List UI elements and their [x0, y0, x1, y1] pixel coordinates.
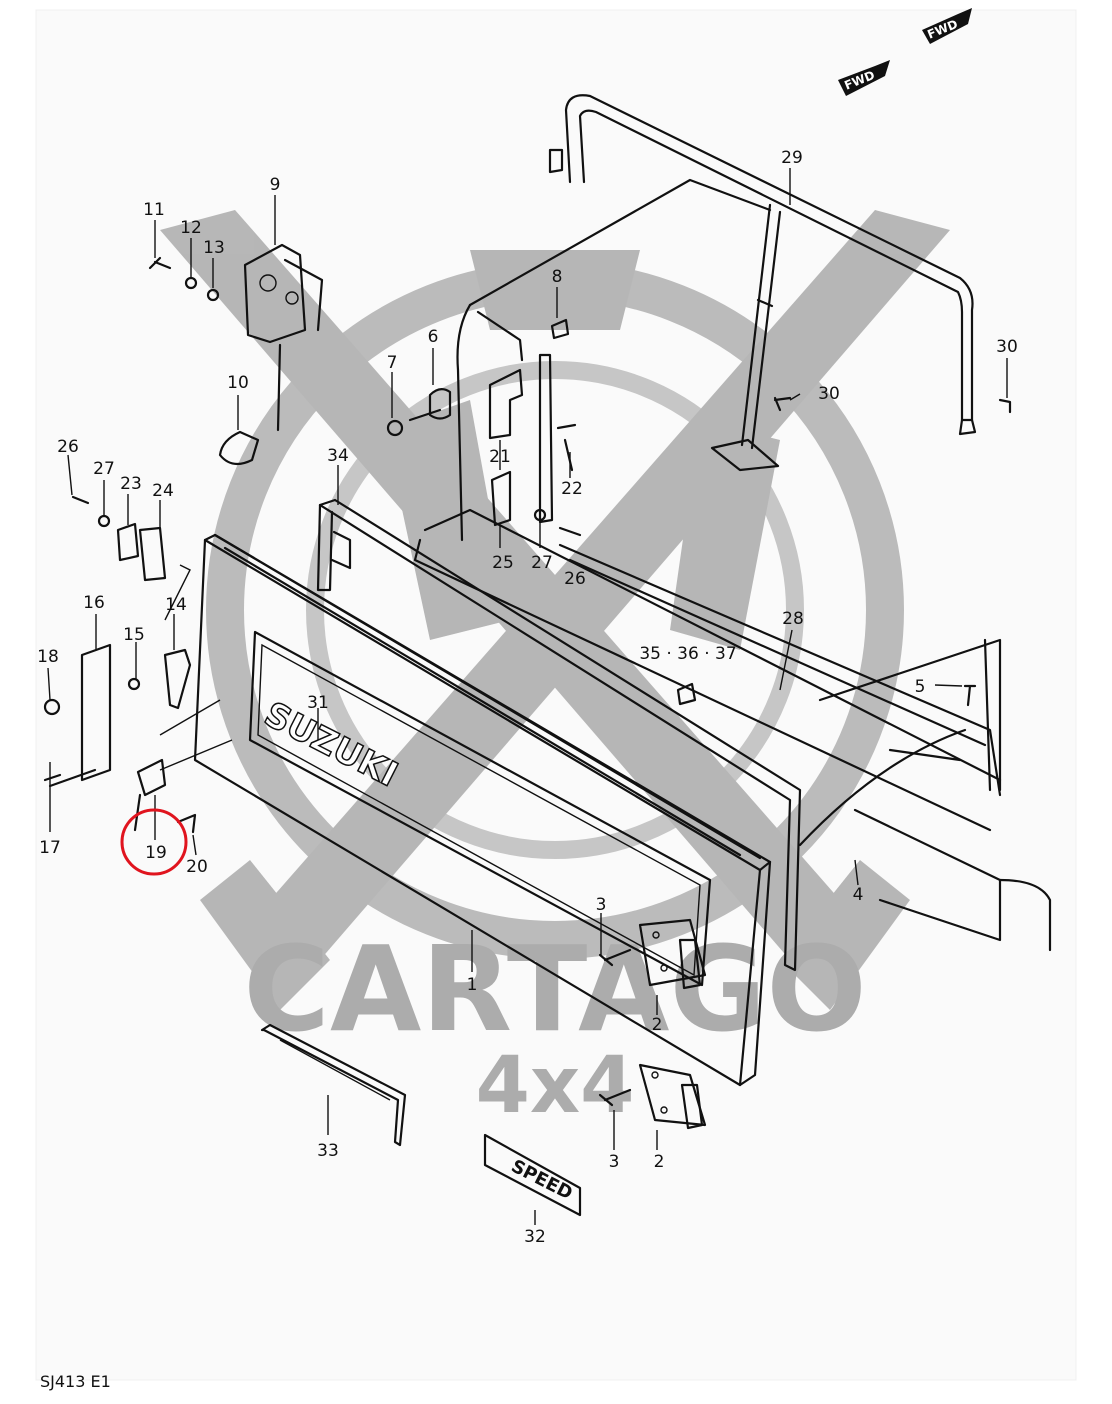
part-label: 18: [37, 647, 59, 667]
part-label-19: 19: [145, 843, 167, 863]
part-label: 35 · 36 · 37: [639, 644, 736, 664]
part-label: 14: [165, 595, 187, 615]
bolt-30-right: [998, 398, 1012, 414]
part-label: 2: [654, 1152, 665, 1172]
latch-assembly: [243, 243, 324, 432]
bolt-30: [773, 396, 792, 412]
screw-15: [127, 677, 141, 691]
cover-16: [80, 643, 112, 782]
part-label: 26: [564, 569, 586, 589]
screw-3-lower: [598, 1088, 632, 1107]
bracket-25: [490, 470, 512, 527]
part-label: 30: [996, 337, 1018, 357]
part-label: 3: [609, 1152, 620, 1172]
part-label: 13: [203, 238, 225, 258]
tailgate-panel: [193, 533, 772, 1087]
part-label: 17: [39, 838, 61, 858]
bolt-11: [148, 256, 172, 270]
part-label: 11: [143, 200, 165, 220]
part-label: 4: [853, 885, 864, 905]
cable-4: [798, 728, 967, 847]
screw-17: [43, 768, 97, 788]
nut-8: [550, 318, 570, 340]
part-label: 27: [93, 459, 115, 479]
part-label: 16: [83, 593, 105, 613]
part-label: 24: [152, 481, 174, 501]
part-label: 32: [524, 1227, 546, 1247]
plate-23: [116, 522, 140, 562]
part-label: 12: [180, 218, 202, 238]
part-label: 31: [307, 693, 329, 713]
decal-33: [260, 1023, 407, 1147]
striker-21: [488, 368, 524, 440]
part-labels: 1 2 2 3 3 4 5 6 7 8 9 10 11 12 13 14 15 …: [37, 148, 1018, 1247]
bolt-26: [558, 526, 582, 537]
part-label: 20: [186, 857, 208, 877]
part-label: 34: [327, 446, 349, 466]
watermark-title: CARTAGO: [243, 920, 866, 1058]
clip-part: [218, 430, 260, 466]
bolt-5: [963, 684, 977, 707]
highlight-circle: [120, 808, 188, 876]
handle-14: [163, 648, 192, 710]
part-label: 33: [317, 1141, 339, 1161]
part-label: 6: [428, 327, 439, 347]
part-label: 9: [270, 175, 281, 195]
part-label: 21: [489, 447, 511, 467]
bushing-6: [408, 388, 452, 422]
screw-3-upper: [598, 948, 632, 967]
part-label: 27: [531, 553, 553, 573]
part-label: 22: [561, 479, 583, 499]
hinge-upper: [638, 918, 707, 990]
bolt-22: [556, 423, 577, 472]
rear-body: [413, 178, 1052, 952]
clip-20: [176, 813, 197, 834]
washer-13: [206, 288, 220, 302]
part-label: 5: [915, 677, 926, 697]
roll-bar: [548, 94, 977, 472]
part-label: 25: [492, 553, 514, 573]
part-label: 15: [123, 625, 145, 645]
part-label: 28: [782, 609, 804, 629]
part-label: 26: [57, 437, 79, 457]
diagram-code: SJ413 E1: [40, 1372, 111, 1391]
hinge-lower: [638, 1063, 707, 1130]
part-label: 1: [467, 975, 478, 995]
nut-27-left: [97, 514, 111, 528]
cap-18: [43, 698, 61, 716]
part-label: 10: [227, 373, 249, 393]
bumper-35: [676, 682, 697, 706]
watermark-logo: CARTAGO 4x4: [160, 210, 950, 1131]
watermark-subtitle: 4x4: [476, 1041, 635, 1131]
part-label: 8: [552, 267, 563, 287]
part-label: 30: [818, 384, 840, 404]
part-label: 3: [596, 895, 607, 915]
part-label: 2: [652, 1015, 663, 1035]
leader-lines: [47, 168, 1008, 1225]
lock-cylinder-19: [133, 758, 167, 832]
bolt-26-left: [71, 495, 90, 505]
part-label: 23: [120, 474, 142, 494]
tailgate-trim: [316, 498, 802, 972]
bolt-7: [386, 419, 404, 437]
part-label: 29: [781, 148, 803, 168]
part-label: 7: [387, 353, 398, 373]
plate-24: [138, 526, 167, 582]
